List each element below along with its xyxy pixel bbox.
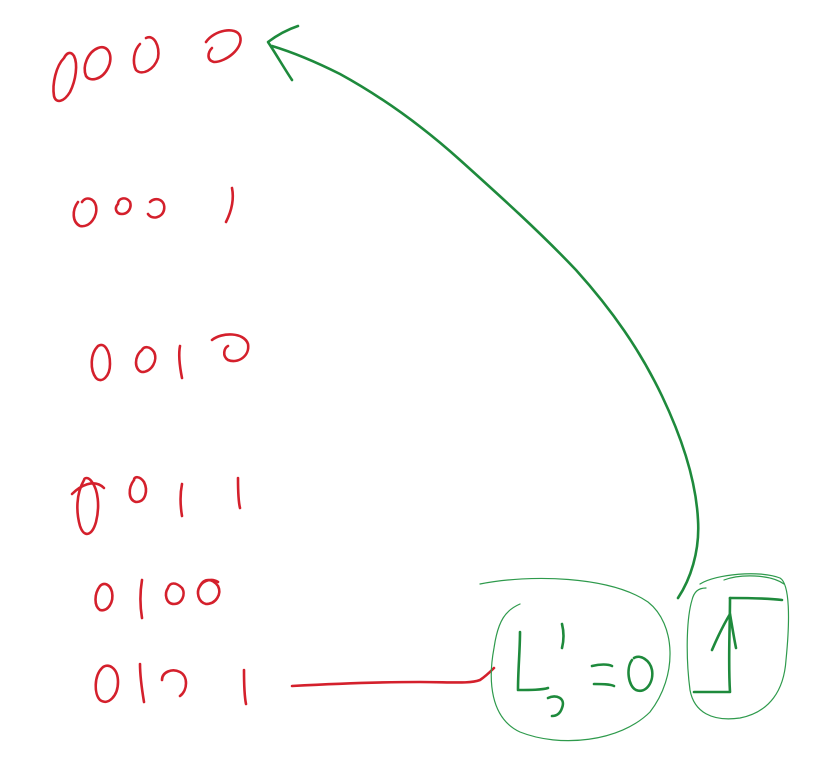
binary-row-0011 bbox=[70, 475, 242, 536]
curved-arrow-shaft bbox=[270, 44, 700, 600]
binary-row-0010 bbox=[90, 333, 250, 382]
red-connector-line bbox=[290, 666, 496, 688]
binary-row-0001 bbox=[72, 186, 235, 228]
note-handwriting bbox=[516, 622, 654, 718]
boxed-up-arrow bbox=[686, 573, 790, 720]
arrowhead-icon bbox=[266, 24, 300, 82]
binary-row-0100 bbox=[94, 578, 221, 620]
arrow-box-outline bbox=[686, 573, 790, 720]
binary-row-0000 bbox=[52, 29, 242, 103]
note-circle bbox=[479, 577, 671, 742]
curved-arrow bbox=[266, 24, 700, 600]
binary-row-0101 bbox=[94, 662, 248, 706]
circled-note bbox=[479, 577, 671, 742]
up-arrow-icon bbox=[692, 596, 784, 694]
